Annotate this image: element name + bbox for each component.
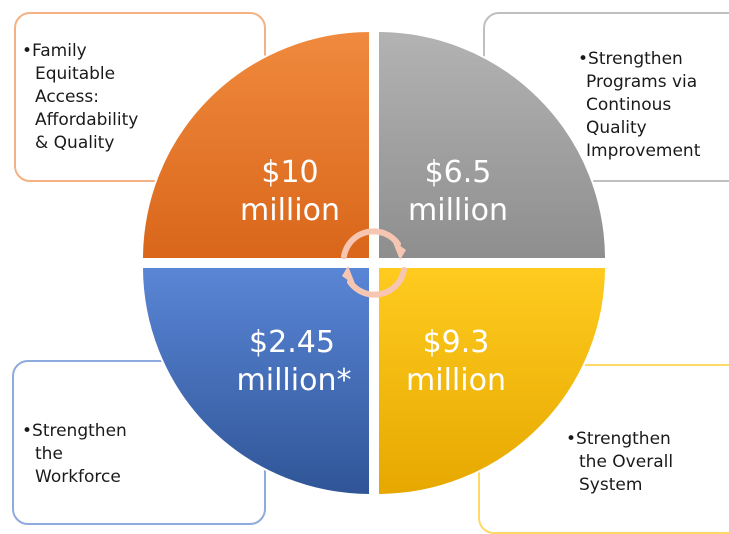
amount-top-right: $6.5: [425, 155, 492, 190]
card-line: Access:: [35, 87, 99, 107]
circular-arrows-icon: [341, 228, 407, 298]
card-line: •Strengthen: [578, 49, 683, 69]
quadrant-top-left: [140, 29, 371, 260]
card-line: •Strengthen: [566, 429, 671, 449]
card-line: System: [579, 475, 643, 495]
unit-bottom-left: million*: [237, 363, 352, 398]
quadrant-top-right: [377, 29, 608, 260]
card-line: Affordability: [35, 110, 139, 130]
quadrant-bottom-right: [377, 266, 608, 497]
amount-bottom-right: $9.3: [423, 325, 490, 360]
card-line: & Quality: [35, 133, 115, 153]
amount-bottom-left: $2.45: [249, 325, 335, 360]
amount-top-left: $10: [261, 155, 318, 190]
card-line: •Family: [22, 41, 87, 61]
card-line: Workforce: [35, 467, 121, 487]
card-line: Continous: [586, 95, 672, 115]
card-line: Improvement: [586, 141, 701, 161]
unit-top-right: million: [408, 193, 508, 228]
unit-top-left: million: [240, 193, 340, 228]
unit-bottom-right: million: [406, 363, 506, 398]
card-text-bottom-right: •Strengthen the Overall System: [566, 428, 673, 497]
card-text-top-left: •Family Equitable Access: Affordability …: [22, 40, 138, 155]
card-text-top-right: •Strengthen Programs via Continous Quali…: [578, 48, 700, 163]
circular-arrows-heads: [342, 240, 406, 286]
card-line: Programs via: [586, 72, 698, 92]
card-line: Equitable: [35, 64, 116, 84]
card-line: Quality: [586, 118, 647, 138]
card-line: •Strengthen: [22, 421, 127, 441]
card-text-bottom-left: •Strengthen the Workforce: [22, 420, 127, 489]
card-line: the: [35, 444, 63, 464]
card-line: the Overall: [579, 452, 674, 472]
quadrant-bottom-left: [140, 266, 371, 497]
